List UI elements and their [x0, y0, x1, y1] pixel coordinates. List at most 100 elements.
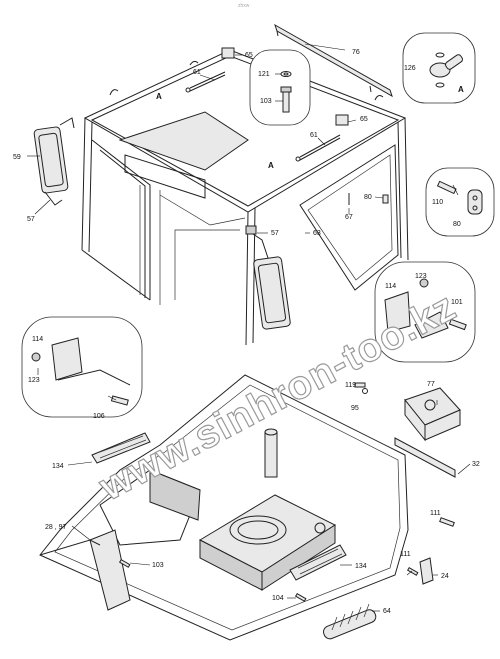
screw-119: [354, 382, 366, 388]
callout-59: 59: [13, 154, 21, 161]
washer-95: [362, 388, 368, 394]
callout-114-right: 114: [385, 283, 396, 290]
front-window-lower-edge: [159, 194, 246, 226]
callout-103-top: 103: [260, 98, 272, 105]
callout-119: 119: [345, 382, 356, 389]
seat-swivel-ring-inner: [237, 520, 279, 540]
steering-column-top: [264, 428, 278, 436]
callout-104: 104: [272, 595, 284, 602]
bolt-101: [448, 318, 467, 331]
callout-101: 101: [451, 299, 463, 306]
mirror-bracket-114-right: [384, 291, 411, 333]
header-mark: zhxw: [238, 3, 250, 9]
rear-left-pillar-inner: [88, 121, 93, 253]
strut-end-fitting: [185, 87, 191, 93]
gas-strut-lower-body: [299, 137, 341, 161]
tunnel-side: [149, 469, 201, 521]
callout-95: 95: [351, 405, 359, 412]
side-window-frame: [91, 139, 151, 300]
cab-roof-inner-edge: [90, 55, 400, 207]
hinge-washer-top: [435, 52, 445, 58]
pedal-plate: [89, 529, 131, 611]
side-sill: [81, 249, 151, 301]
steering-column: [264, 431, 278, 478]
side-window-frame-inner: [99, 149, 146, 298]
screw-111-lower: [406, 566, 419, 576]
callout-67: 67: [345, 214, 353, 221]
detail-bubble-bracket-left: [21, 316, 143, 418]
front-right-pillar: [404, 117, 409, 261]
rail-32: [394, 437, 456, 478]
callout-111-lower: 111: [400, 551, 411, 558]
callout-103-lower: 103: [152, 562, 164, 569]
latch-80-hole1: [472, 195, 478, 201]
callout-76: 76: [352, 49, 360, 56]
callout-32: 32: [472, 461, 480, 468]
cab-frame: [81, 47, 409, 346]
leader-lines: [27, 43, 471, 612]
callout-61-right: 61: [310, 132, 318, 139]
reference-letter-a-strut-lower: A: [268, 161, 274, 170]
callout-114-left: 114: [32, 336, 43, 343]
detail-bubble-bracket-right: [374, 261, 476, 363]
hinge-washer-bottom: [435, 82, 445, 88]
gas-strut-lower: [299, 134, 341, 158]
callout-28-97: 28 , 97: [45, 524, 67, 531]
callout-65-right: 65: [360, 116, 368, 123]
roof-bar-clip: [369, 85, 372, 93]
callout-110: 110: [432, 199, 443, 206]
callout-24: 24: [441, 573, 449, 580]
front-window-inner-frame: [174, 229, 240, 300]
strut-end-fitting-2: [295, 156, 301, 162]
part-callouts: 65 76 61 121 103 126 65 61 59 57 57 63 6…: [13, 49, 480, 615]
pin-103-head: [280, 86, 292, 93]
latch-80: [467, 189, 483, 215]
bracket-65-right: [335, 114, 349, 126]
callout-121: 121: [258, 71, 270, 78]
grille-134-lower: [289, 544, 347, 581]
callout-111-upper: 111: [430, 510, 441, 517]
callout-80-main: 80: [364, 194, 372, 201]
bracket-65-top: [221, 47, 235, 59]
left-mirror-59: [33, 117, 75, 206]
reference-letter-a-detail: A: [458, 85, 464, 94]
grille-134-upper: [91, 432, 151, 464]
callout-65-top: 65: [245, 52, 253, 59]
hinge-arm-126: [445, 54, 463, 70]
callout-57-right: 57: [271, 230, 279, 237]
callout-123-right: 123: [415, 273, 427, 280]
roof-bar-end: [276, 30, 279, 37]
callout-77: 77: [427, 381, 435, 388]
bracket-arm-left: [57, 369, 131, 386]
cab-floor-base: [39, 374, 409, 641]
callout-134-upper: 134: [52, 463, 64, 470]
callout-57-left: 57: [27, 216, 35, 223]
screw-104: [294, 592, 307, 602]
callout-80-detail: 80: [453, 221, 461, 228]
washer-121-hole: [283, 72, 289, 76]
front-right-pillar-inner: [397, 121, 402, 259]
mirror-bracket-114-left: [51, 337, 83, 381]
gas-strut-upper-body: [189, 74, 226, 92]
front-door-glass: [307, 154, 393, 281]
callout-126: 126: [404, 65, 416, 72]
bolt-110: [436, 180, 457, 195]
seat-base-side: [261, 524, 336, 591]
console-77: [404, 387, 461, 442]
nut-123-right: [419, 278, 429, 288]
roof-lifting-eyes: [109, 50, 384, 101]
clip-80: [382, 194, 389, 204]
gas-strut-upper: [189, 71, 226, 89]
cover-24: [419, 557, 434, 585]
screw-103-lower: [118, 558, 131, 568]
bolt-106: [110, 395, 129, 406]
nut-123-left: [31, 352, 41, 362]
screw-111-upper: [439, 517, 455, 527]
seat-base-plug: [314, 522, 326, 534]
callout-63: 63: [313, 230, 321, 237]
front-door-frame: [299, 144, 399, 291]
detail-bubble-fasteners: [249, 49, 311, 126]
callout-64: 64: [383, 608, 391, 615]
hinge-block-126: [429, 62, 451, 78]
